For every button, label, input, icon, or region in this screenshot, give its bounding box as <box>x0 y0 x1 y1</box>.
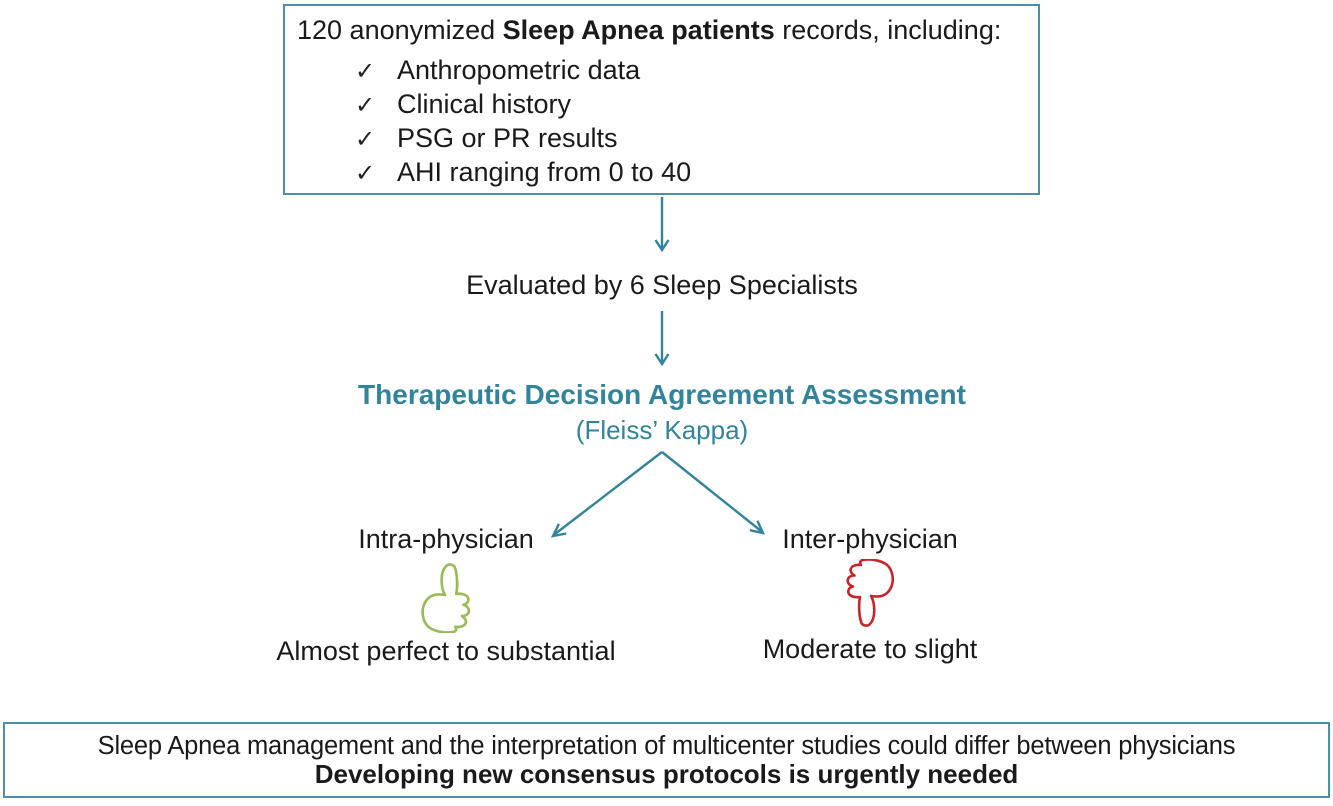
records-check-list: ✓ Anthropometric data ✓ Clinical history… <box>355 54 1038 190</box>
intra-physician-branch: Intra-physician Almost perfect to substa… <box>256 524 636 665</box>
list-item: ✓ Clinical history <box>355 88 1038 122</box>
arrowhead-left <box>550 523 567 538</box>
check-icon: ✓ <box>355 160 376 187</box>
evaluated-label: Evaluated by 6 Sleep Specialists <box>466 270 858 300</box>
list-item: ✓ PSG or PR results <box>355 122 1038 156</box>
thumbs-down-icon <box>846 559 895 627</box>
check-icon: ✓ <box>355 126 376 153</box>
inter-physician-result: Moderate to slight <box>762 634 978 664</box>
intra-physician-label: Intra-physician <box>358 524 534 554</box>
check-item-label: PSG or PR results <box>397 123 618 153</box>
inter-physician-label: Inter-physician <box>782 524 958 554</box>
records-title-prefix: 120 anonymized <box>297 15 503 45</box>
arrowhead-2 <box>654 353 670 367</box>
intra-physician-result: Almost perfect to substantial <box>276 636 616 666</box>
arrow-to-intra <box>554 451 663 535</box>
check-icon: ✓ <box>355 58 376 85</box>
patient-records-box: 120 anonymized Sleep Apnea patients reco… <box>283 4 1040 195</box>
check-item-label: Clinical history <box>397 89 572 119</box>
arrow-to-inter <box>661 451 762 532</box>
check-item-label: Anthropometric data <box>397 55 641 85</box>
assessment-title: Therapeutic Decision Agreement Assessmen… <box>358 379 966 410</box>
list-item: ✓ AHI ranging from 0 to 40 <box>355 156 1038 190</box>
conclusion-line1: Sleep Apnea management and the interpret… <box>97 731 1236 760</box>
conclusion-line2: Developing new consensus protocols is ur… <box>314 758 1019 789</box>
assessment-subtitle: (Fleiss’ Kappa) <box>575 415 749 445</box>
records-title: 120 anonymized Sleep Apnea patients reco… <box>297 15 1038 45</box>
records-title-suffix: records, including: <box>774 15 1002 45</box>
assessment-heading: Therapeutic Decision Agreement Assessmen… <box>0 379 1324 446</box>
records-title-bold: Sleep Apnea patients <box>502 15 775 45</box>
arrowhead-right <box>749 520 766 535</box>
arrowhead-1 <box>654 239 670 253</box>
check-item-label: AHI ranging from 0 to 40 <box>397 157 692 187</box>
check-icon: ✓ <box>355 92 376 119</box>
list-item: ✓ Anthropometric data <box>355 54 1038 88</box>
thumbs-up-icon <box>421 563 471 633</box>
conclusion-box: Sleep Apnea management and the interpret… <box>3 722 1330 798</box>
inter-physician-branch: Inter-physician Moderate to slight <box>680 524 1060 663</box>
